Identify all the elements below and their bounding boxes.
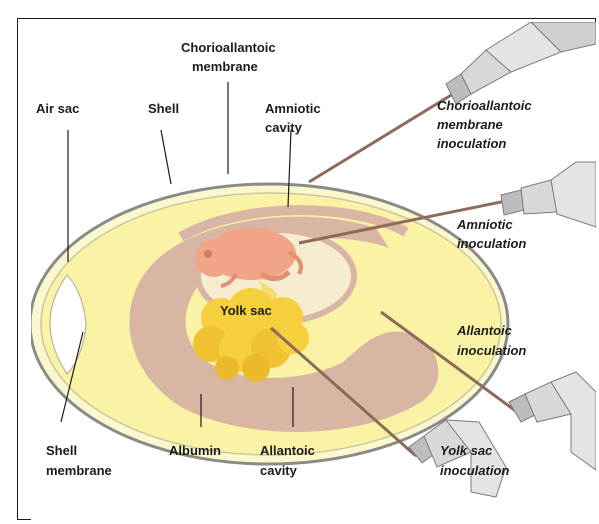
inoculation-yolk-sac-1: Yolk sac (440, 443, 493, 458)
label-allantoic-cavity-1: Allantoic (260, 443, 315, 458)
label-shell-membrane-1: Shell (46, 443, 77, 458)
label-amniotic-1: Amniotic (265, 101, 321, 116)
label-shell: Shell (148, 101, 179, 116)
inoculation-allantoic-2: inoculation (457, 343, 526, 358)
inoculation-chorioallantoic-1: Chorioallantoic (437, 98, 532, 113)
inoculation-amniotic-2: inoculation (457, 236, 526, 251)
inoculation-allantoic-1: Allantoic (456, 323, 513, 338)
inoculation-chorioallantoic-2: membrane (437, 117, 503, 132)
syringe-amniotic (501, 162, 596, 227)
label-amniotic-2: cavity (265, 120, 303, 135)
label-shell-membrane-2: membrane (46, 463, 112, 478)
inoculation-amniotic-1: Amniotic (456, 217, 513, 232)
label-chorioallantoic-1: Chorioallantoic (181, 40, 276, 55)
label-albumin: Albumin (169, 443, 221, 458)
syringe-allantoic (509, 372, 596, 470)
label-chorioallantoic-2: membrane (192, 59, 258, 74)
label-allantoic-cavity-2: cavity (260, 463, 298, 478)
inoculation-chorioallantoic-3: inoculation (437, 136, 506, 151)
syringe-chorioallantoic (446, 22, 596, 104)
inoculation-yolk-sac-2: inoculation (440, 463, 509, 478)
label-air-sac: Air sac (36, 101, 79, 116)
egg-inoculation-diagram: Chorioallantoic membrane Air sac Shell A… (31, 22, 596, 520)
label-yolk-sac: Yolk sac (220, 303, 272, 318)
